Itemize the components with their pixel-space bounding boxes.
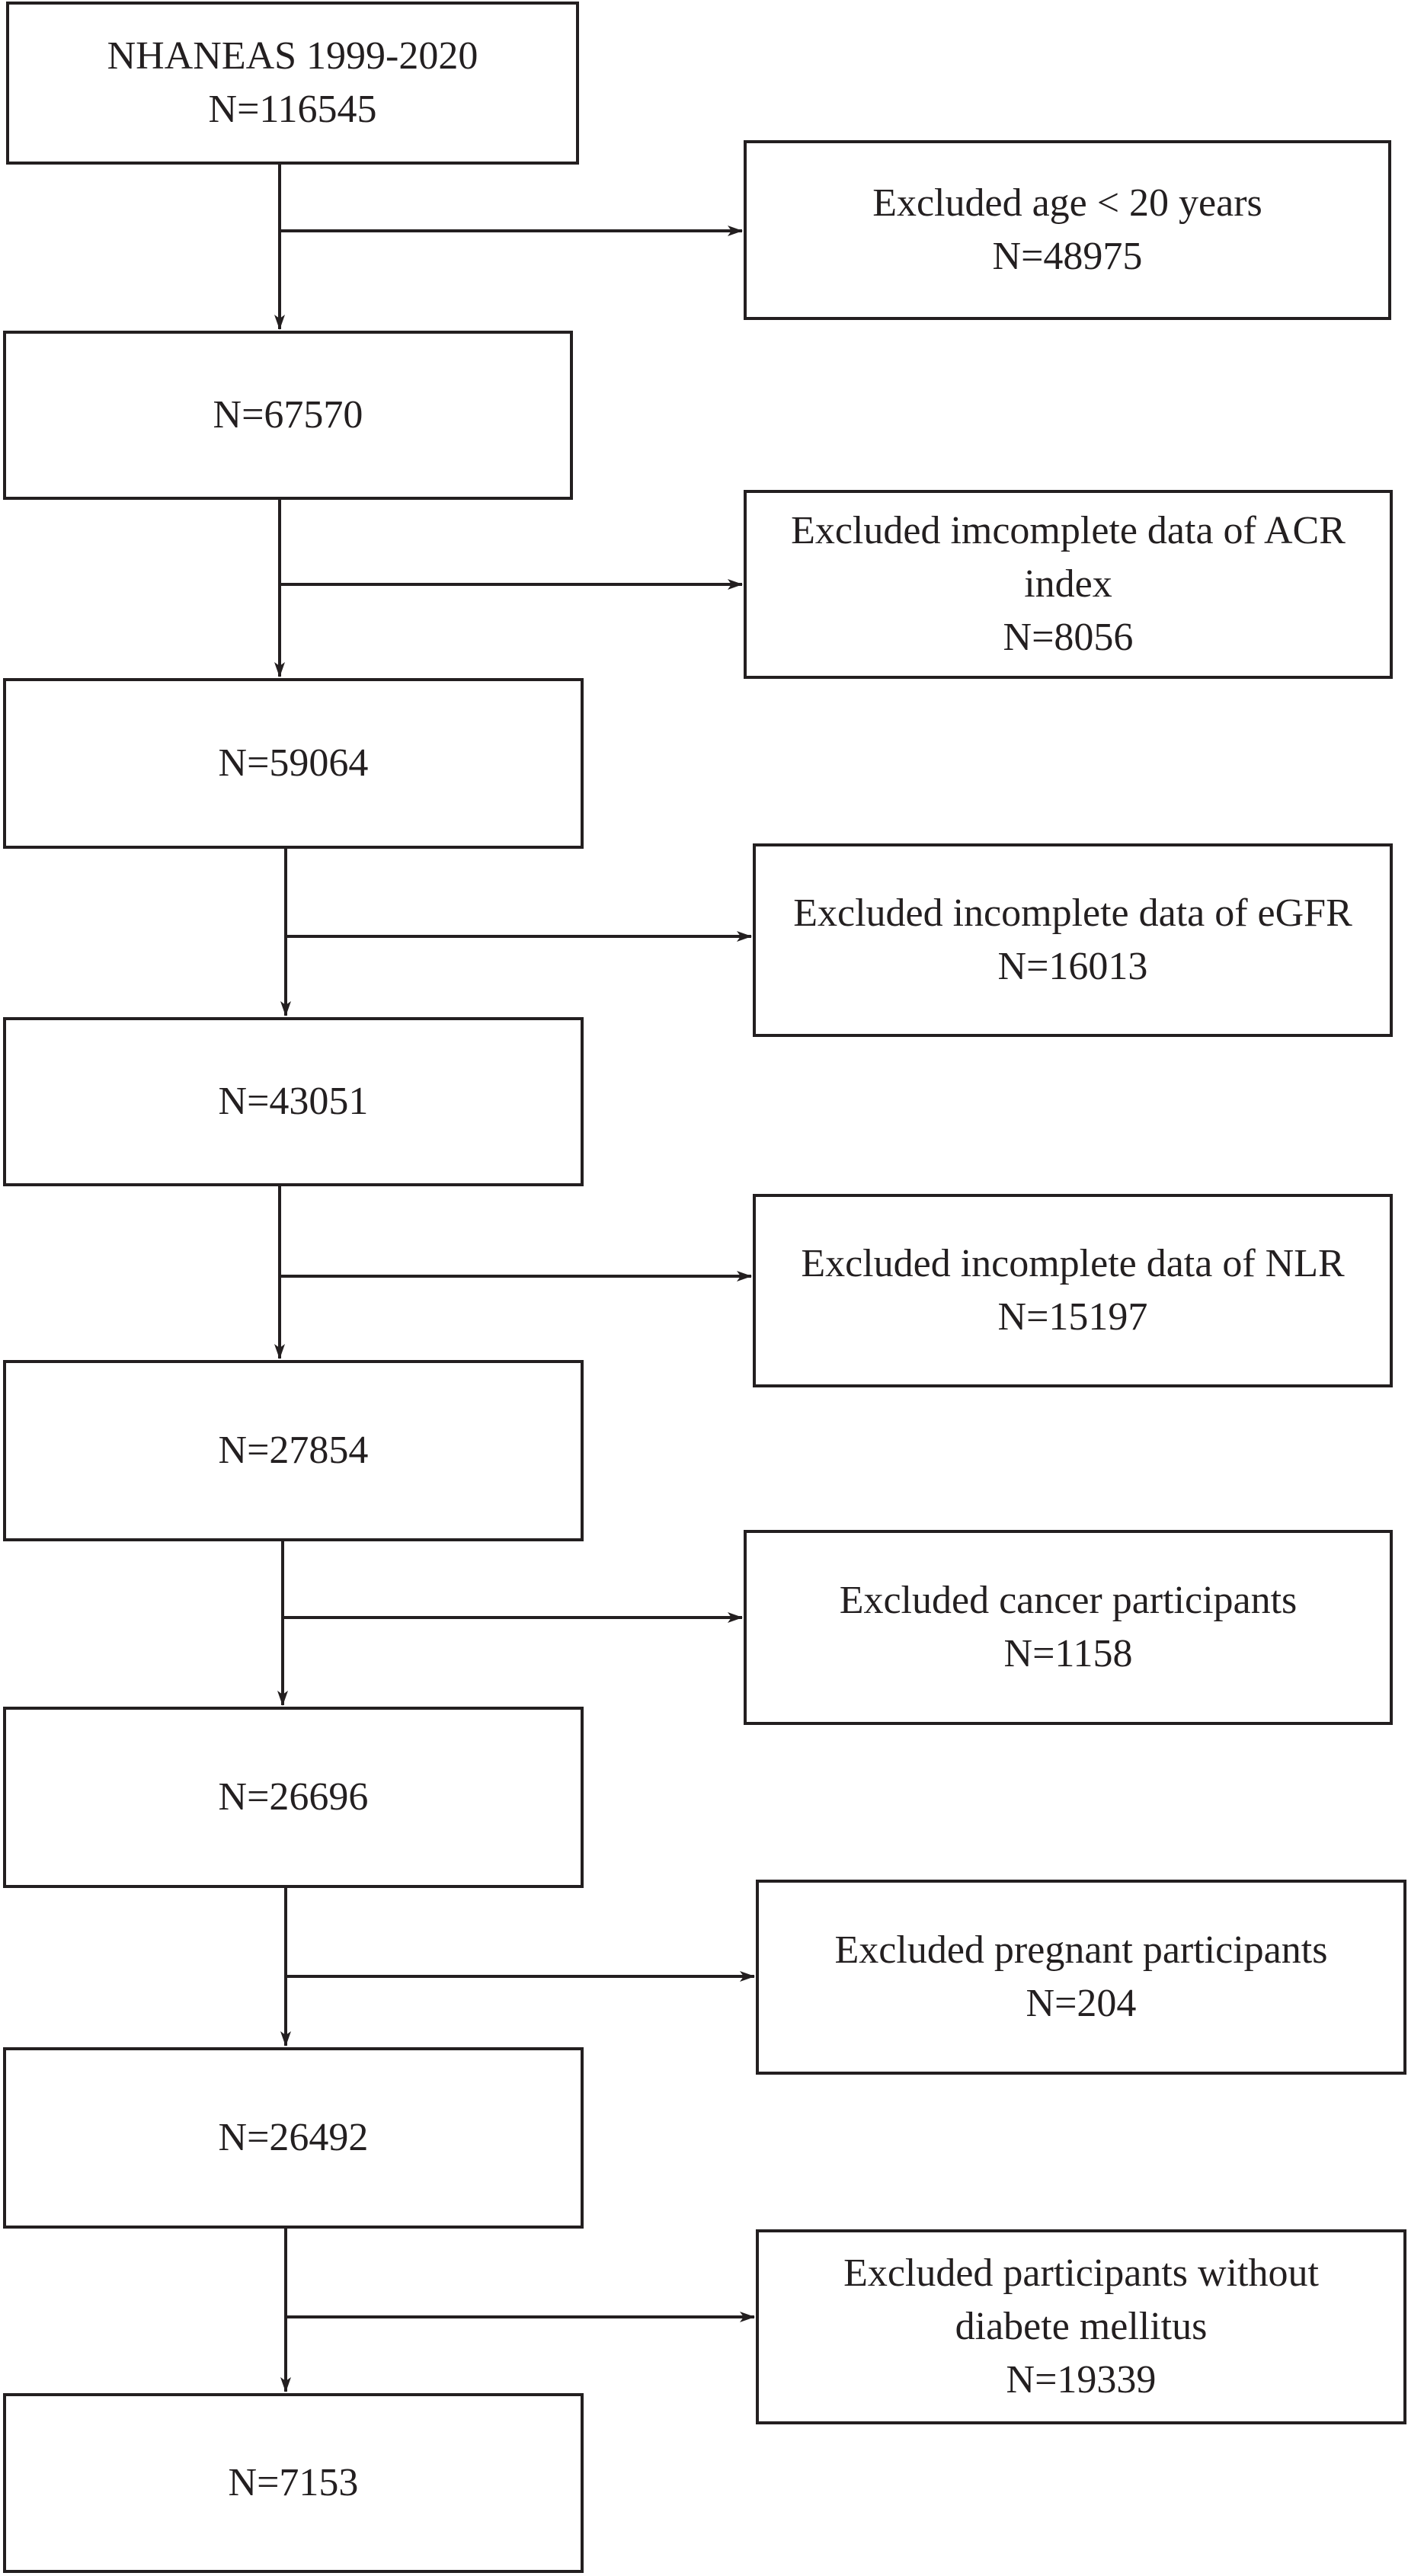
exclusion-box-4: Excluded incomplete data of NLR N=15197 bbox=[753, 1194, 1393, 1387]
exclusion-box-3: Excluded incomplete data of eGFR N=16013 bbox=[753, 843, 1393, 1037]
box-line: N=26696 bbox=[218, 1775, 369, 1819]
box-line: Excluded participants without bbox=[843, 2251, 1319, 2295]
box-line: Excluded age < 20 years bbox=[872, 181, 1262, 225]
exclusion-box-1: Excluded age < 20 years N=48975 bbox=[744, 140, 1391, 320]
box-line: N=67570 bbox=[213, 393, 363, 437]
exclusion-box-6: Excluded pregnant participants N=204 bbox=[756, 1880, 1406, 2075]
main-box-5: N=27854 bbox=[3, 1360, 584, 1541]
box-line: Excluded incomplete data of eGFR bbox=[793, 891, 1352, 935]
box-line: Excluded imcomplete data of ACR bbox=[791, 509, 1346, 552]
box-line: Excluded incomplete data of NLR bbox=[801, 1242, 1345, 1285]
box-line: N=59064 bbox=[218, 741, 369, 785]
box-line: N=116545 bbox=[208, 88, 377, 131]
box-line: N=1158 bbox=[1003, 1632, 1133, 1675]
exclusion-box-7: Excluded participants without diabete me… bbox=[756, 2229, 1406, 2424]
box-line: N=26492 bbox=[218, 2116, 369, 2159]
main-box-4: N=43051 bbox=[3, 1017, 584, 1186]
box-line: NHANEAS 1999-2020 bbox=[107, 34, 478, 78]
box-line: Excluded cancer participants bbox=[839, 1579, 1298, 1622]
box-line: N=15197 bbox=[997, 1295, 1148, 1339]
box-line: N=48975 bbox=[992, 235, 1143, 278]
box-line: N=43051 bbox=[218, 1080, 369, 1123]
box-line: Excluded pregnant participants bbox=[834, 1928, 1328, 1972]
main-box-7: N=26492 bbox=[3, 2047, 584, 2229]
box-line: index bbox=[1024, 562, 1112, 606]
box-line: N=27854 bbox=[218, 1429, 369, 1472]
box-line: N=16013 bbox=[997, 945, 1148, 988]
box-line: diabete mellitus bbox=[955, 2305, 1208, 2348]
main-box-2: N=67570 bbox=[3, 331, 573, 500]
main-box-6: N=26696 bbox=[3, 1707, 584, 1888]
box-line: N=19339 bbox=[1006, 2358, 1157, 2402]
box-line: N=204 bbox=[1026, 1982, 1137, 2025]
main-box-8: N=7153 bbox=[3, 2393, 584, 2573]
box-line: N=8056 bbox=[1003, 616, 1134, 659]
exclusion-box-5: Excluded cancer participants N=1158 bbox=[744, 1530, 1393, 1725]
box-line: N=7153 bbox=[228, 2461, 359, 2504]
main-box-1: NHANEAS 1999-2020 N=116545 bbox=[6, 2, 579, 165]
exclusion-box-2: Excluded imcomplete data of ACR index N=… bbox=[744, 490, 1393, 679]
main-box-3: N=59064 bbox=[3, 678, 584, 849]
